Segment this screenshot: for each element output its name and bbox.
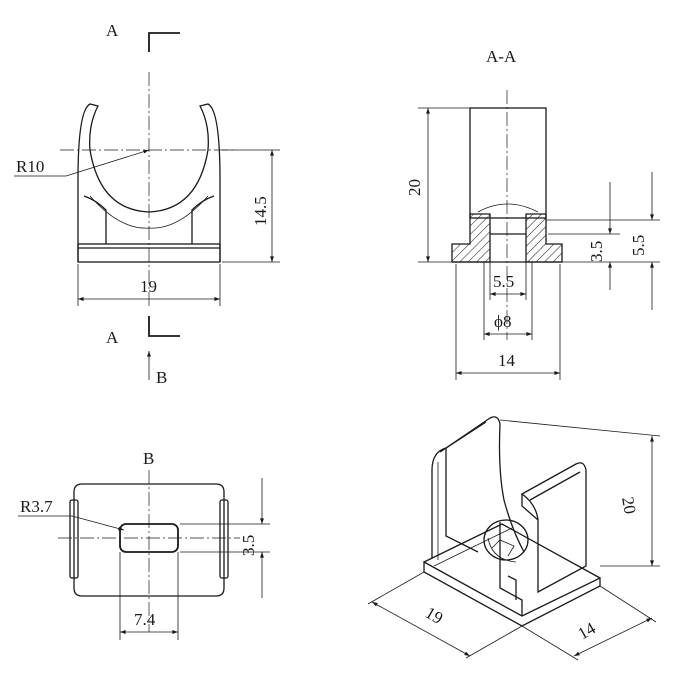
section-outer-height-label: 5.5	[629, 235, 648, 256]
iso-left-arm	[431, 416, 525, 558]
front-clip-outline	[77, 103, 221, 262]
section-base-right	[525, 213, 563, 263]
section-mark-top: A	[106, 21, 119, 40]
front-radius-leader	[14, 149, 150, 177]
bottom-slot-length-label: 7.4	[134, 610, 156, 629]
bottom-slot-height-label: 3.5	[239, 535, 258, 556]
section-inner-height-label: 3.5	[587, 241, 606, 262]
section-arrow-top	[148, 32, 180, 52]
section-mark-bottom: A	[106, 328, 119, 347]
section-base-left	[451, 213, 491, 263]
section-height-label: 20	[405, 179, 424, 196]
iso-right-block	[520, 462, 587, 594]
bottom-body-outline	[73, 483, 225, 597]
isometric-view: 20 19 14	[367, 416, 661, 661]
bottom-view: B R3.7 3.5 7.4	[18, 449, 270, 640]
bottom-title: B	[143, 449, 154, 468]
section-diameter-label: ϕ8	[494, 312, 511, 331]
front-radius-label: R10	[16, 157, 44, 176]
front-width-label: 19	[140, 277, 157, 296]
section-hole-label: 5.5	[493, 272, 514, 291]
bottom-radius-label: R3.7	[20, 497, 53, 516]
section-arrow-bottom	[148, 316, 180, 337]
iso-length-label: 19	[422, 603, 446, 628]
iso-width-dimension	[573, 617, 653, 657]
section-view: A-A 20 3.5 5.5 5.5 ϕ8	[405, 47, 660, 380]
section-base-label: 14	[498, 351, 516, 370]
front-base	[77, 243, 221, 263]
bottom-radius-leader	[18, 515, 125, 531]
view-arrow-label: B	[156, 368, 167, 387]
iso-width-label: 14	[575, 618, 600, 643]
front-height-label: 14.5	[251, 196, 270, 226]
iso-height-label: 20	[618, 495, 640, 515]
iso-length-dimension	[371, 601, 471, 657]
front-view: A A B R10 14.5 19	[14, 21, 280, 387]
bottom-slot	[119, 523, 179, 553]
section-body	[469, 107, 547, 219]
section-title: A-A	[486, 47, 517, 66]
